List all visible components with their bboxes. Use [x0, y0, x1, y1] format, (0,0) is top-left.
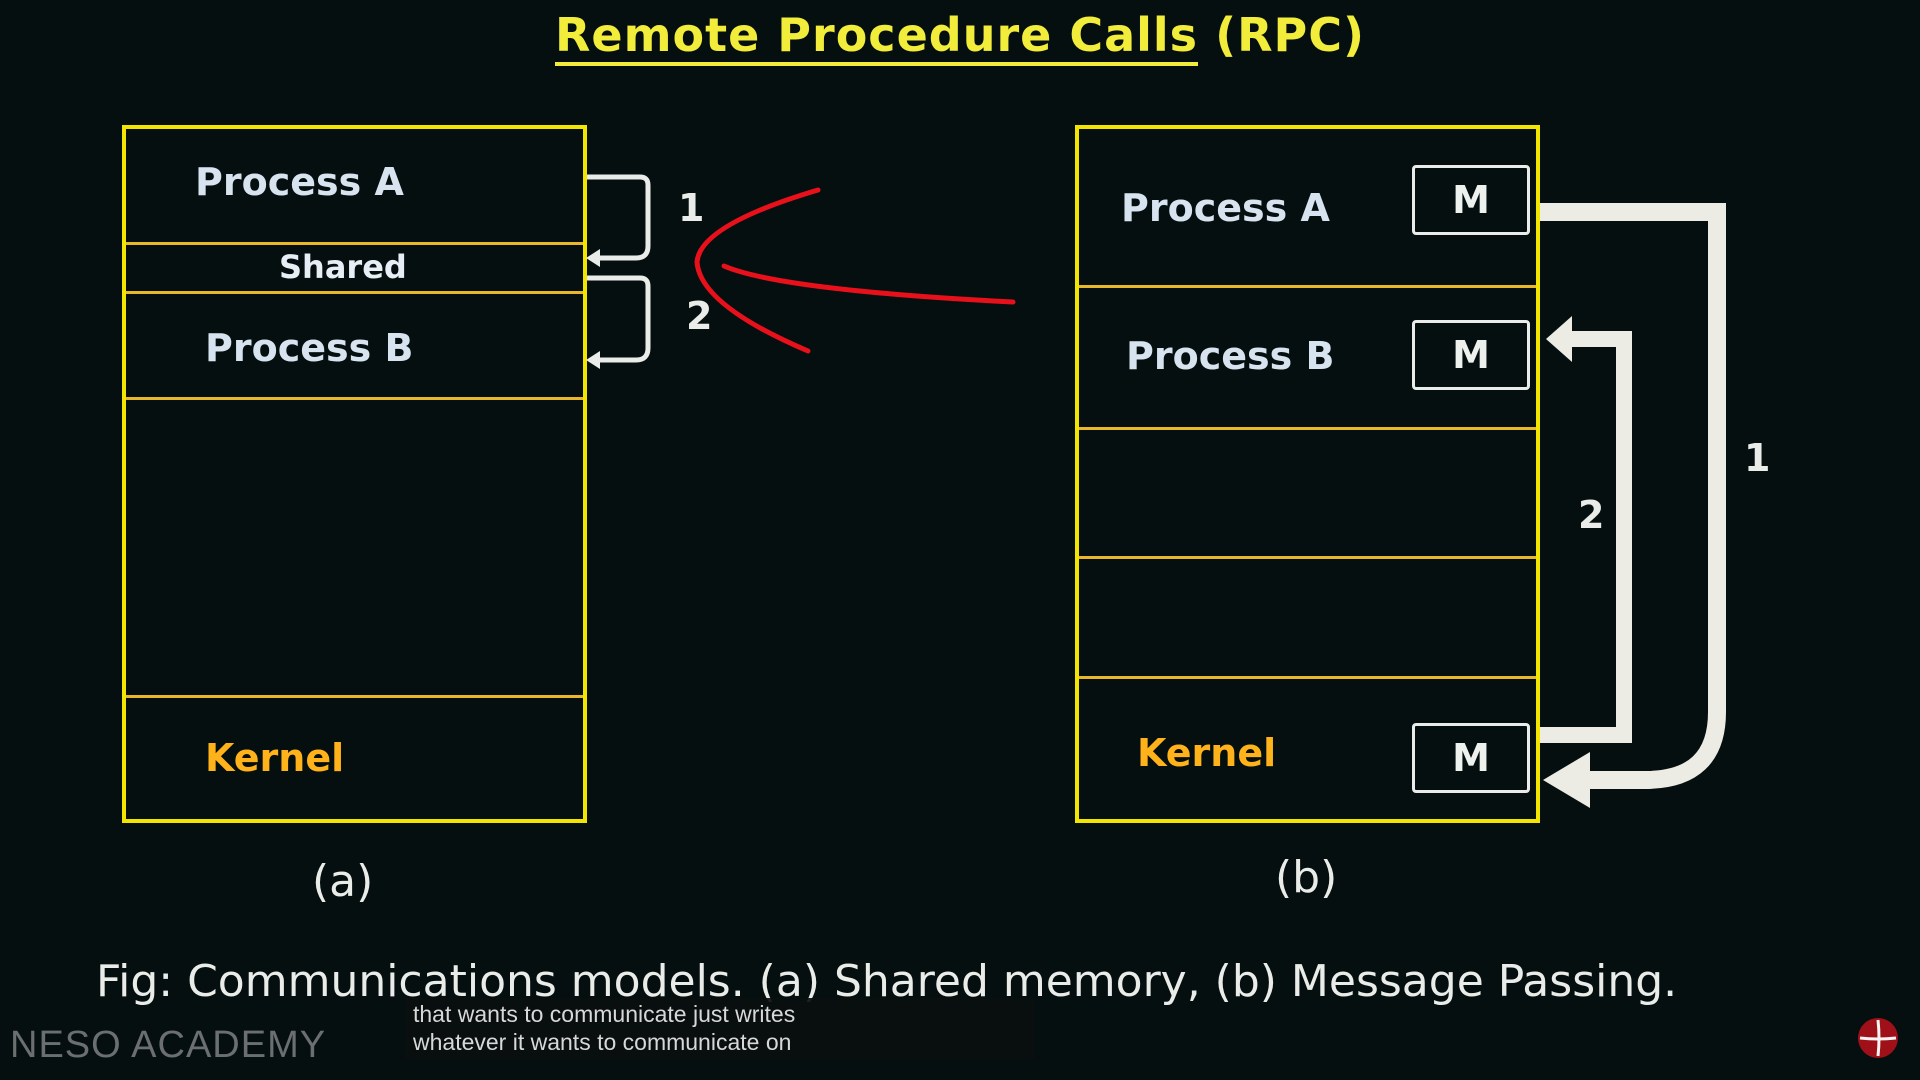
title-suffix: (RPC)	[1198, 8, 1366, 62]
annotation-stroke	[721, 263, 1016, 305]
diagram-a-shared-label: Shared	[279, 248, 407, 286]
diagram-a-divider	[126, 695, 583, 698]
channel-logo-icon[interactable]	[1856, 1016, 1900, 1060]
diagram-b-message-box-process-b: M	[1412, 320, 1530, 390]
diagram-a-step-1: 1	[678, 186, 705, 230]
diagram-b-kernel-label: Kernel	[1137, 731, 1277, 775]
diagram-a-memory-box	[122, 125, 587, 823]
diagram-a-arrowhead-2	[586, 351, 600, 369]
diagram-b-arrowhead-1	[1543, 752, 1590, 808]
diagram-b-process-b-label: Process B	[1126, 334, 1335, 378]
diagram-a-arrowhead-1	[586, 249, 600, 267]
message-label: M	[1452, 333, 1490, 377]
diagram-a-sublabel: (a)	[312, 856, 374, 907]
slide-title: Remote Procedure Calls (RPC)	[0, 8, 1920, 66]
diagram-b-divider	[1079, 676, 1536, 679]
diagram-b-step-2: 2	[1578, 493, 1605, 537]
diagram-b-message-box-kernel: M	[1412, 723, 1530, 793]
message-label: M	[1452, 736, 1490, 780]
diagram-a-arrow-2	[587, 275, 651, 363]
diagram-a-divider	[126, 291, 583, 294]
watermark: NESO ACADEMY	[10, 1024, 327, 1066]
diagram-a-kernel-label: Kernel	[205, 736, 345, 780]
diagram-b-memory-box	[1075, 125, 1540, 823]
diagram-b-arrowhead-2	[1546, 316, 1572, 362]
subtitle-overlay: that wants to communicate just writes wh…	[413, 1000, 795, 1056]
message-label: M	[1452, 178, 1490, 222]
diagram-a-divider	[126, 242, 583, 245]
diagram-a-process-b-label: Process B	[205, 326, 414, 370]
diagram-a-arrow-1	[587, 174, 651, 261]
diagram-b-message-box-process-a: M	[1412, 165, 1530, 235]
diagram-b-step-1: 1	[1744, 436, 1771, 480]
diagram-b-arrow-1	[1540, 203, 1726, 789]
diagram-b-divider	[1079, 427, 1536, 430]
subtitle-line-2: whatever it wants to communicate on	[413, 1029, 792, 1055]
diagram-b-arrow-2	[1540, 331, 1632, 743]
diagram-b-sublabel: (b)	[1275, 852, 1338, 903]
subtitle-overlay-bg	[405, 998, 1035, 1060]
diagram-b-process-a-label: Process A	[1121, 186, 1330, 230]
title-main: Remote Procedure Calls	[554, 8, 1199, 66]
diagram-a-step-2: 2	[686, 294, 713, 338]
diagram-b-divider	[1079, 285, 1536, 288]
subtitle-line-1: that wants to communicate just writes	[413, 1001, 796, 1027]
diagram-b-divider	[1079, 556, 1536, 559]
diagram-a-divider	[126, 397, 583, 400]
diagram-a-process-a-label: Process A	[195, 160, 404, 204]
annotation-stroke	[694, 187, 821, 354]
